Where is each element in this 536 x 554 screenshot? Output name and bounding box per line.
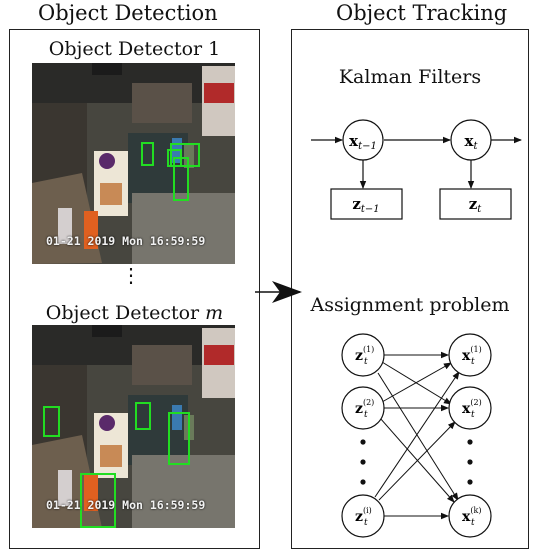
right-node-3 bbox=[448, 494, 492, 538]
state-label-prev: xt−1 bbox=[349, 132, 377, 152]
assignment-title: Assignment problem bbox=[310, 294, 510, 316]
right-node-label: x(k)t bbox=[462, 506, 481, 528]
observation-label-curr: zt bbox=[469, 195, 483, 215]
left-node-label: z(i)t bbox=[355, 506, 372, 528]
camera-scene-m bbox=[32, 325, 235, 528]
camera-frame-m: 01-21 2019 Mon 16:59:59 bbox=[32, 325, 235, 528]
right-node-label: x(2)t bbox=[462, 398, 482, 420]
kalman-title: Kalman Filters bbox=[338, 66, 482, 88]
left-node-1 bbox=[341, 333, 385, 377]
detection-box bbox=[135, 402, 151, 430]
left-node-3 bbox=[341, 494, 385, 538]
detector-m-label: Object Detector m bbox=[9, 302, 260, 324]
detection-box bbox=[170, 143, 200, 167]
detection-box bbox=[168, 412, 190, 465]
tracking-header: Object Tracking bbox=[336, 1, 508, 25]
camera-scene-1 bbox=[32, 63, 235, 264]
camera-frame-1: 01-21 2019 Mon 16:59:59 bbox=[32, 63, 235, 264]
left-node-label: z(2)t bbox=[355, 398, 374, 420]
state-label-curr: xt bbox=[465, 132, 479, 152]
left-node-2 bbox=[341, 386, 385, 430]
right-node-label: x(1)t bbox=[462, 345, 482, 367]
assign-edge bbox=[374, 371, 460, 498]
left-node-label: z(1)t bbox=[355, 345, 374, 367]
detector-m-var: m bbox=[205, 302, 224, 324]
assign-edge bbox=[381, 362, 452, 403]
timestamp-m: 01-21 2019 Mon 16:59:59 bbox=[46, 498, 206, 512]
observation-box-prev bbox=[330, 188, 403, 220]
observation-label-prev: zt−1 bbox=[352, 195, 379, 215]
detection-box bbox=[80, 473, 116, 528]
detection-box bbox=[173, 157, 189, 201]
detector-m-prefix: Object Detector bbox=[45, 302, 206, 324]
timestamp-1: 01-21 2019 Mon 16:59:59 bbox=[46, 234, 206, 248]
detection-header: Object Detection bbox=[38, 1, 218, 25]
assign-edge bbox=[377, 372, 459, 501]
assign-edge bbox=[378, 421, 456, 501]
detection-panel bbox=[9, 29, 260, 549]
detection-box bbox=[43, 406, 60, 437]
assign-edge bbox=[379, 417, 455, 503]
right-node-1 bbox=[448, 333, 492, 377]
detection-box bbox=[141, 142, 154, 166]
node-ellipsis bbox=[360, 439, 473, 485]
detector-1-label: Object Detector 1 bbox=[48, 38, 221, 60]
observation-box-curr bbox=[439, 188, 512, 220]
right-node-2 bbox=[448, 386, 492, 430]
